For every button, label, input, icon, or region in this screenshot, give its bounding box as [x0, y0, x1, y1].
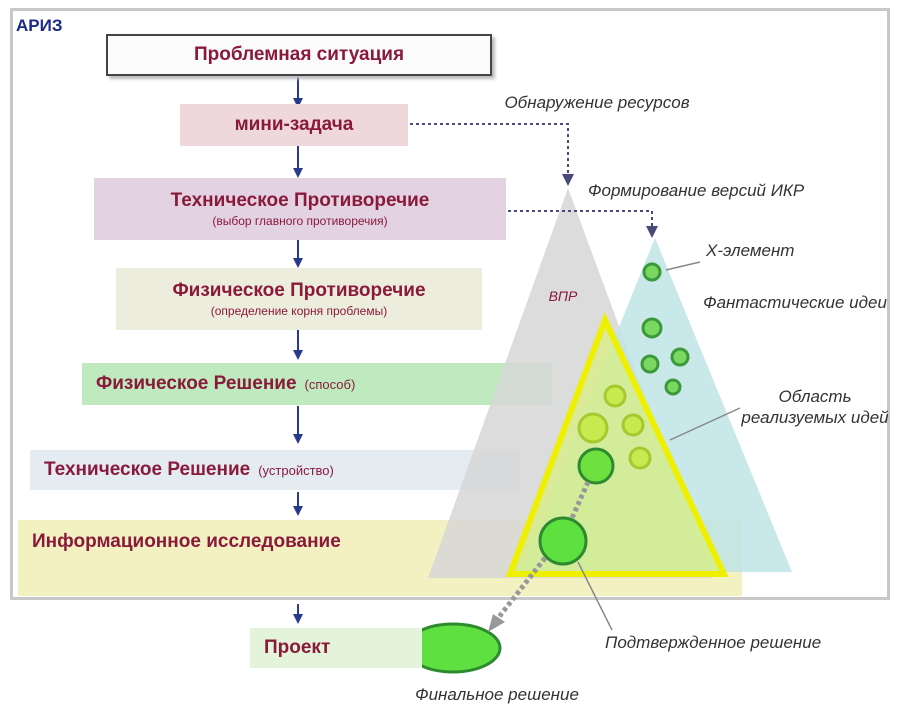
step-physical-solution: Физическое Решение(способ): [96, 373, 356, 394]
label-fantastic: Фантастические идеи: [703, 293, 887, 312]
step-project: Проект: [250, 628, 422, 668]
label-realizable: Область реализуемых идей: [741, 387, 889, 428]
ariz-frame: [10, 8, 890, 600]
ikr-arrow: [508, 210, 653, 226]
idea-ball: [640, 354, 660, 374]
realizable-outline: [505, 312, 729, 577]
step-info-research: Информационное исследование: [32, 531, 341, 552]
idea-ball: [670, 347, 690, 367]
step-arrows: [293, 76, 303, 624]
label-confirmed: Подтвержденное решение: [605, 633, 822, 652]
realizable-ball: [603, 384, 627, 408]
realizable-ball: [628, 446, 652, 470]
realizable-fill: [510, 320, 724, 574]
confirmed-pointer: [577, 561, 613, 631]
realizable-ball: [577, 447, 615, 485]
resources-arrow: [410, 123, 569, 176]
idea-ball: [641, 317, 663, 339]
confirmed-solution-ball: [538, 516, 588, 566]
step-technical-solution: Техническое Решение(устройство): [44, 459, 334, 480]
tech-solution-band: [30, 450, 520, 490]
label-ikr: Формирование версий ИКР: [588, 181, 805, 200]
step-technical-contradiction: Техническое Противоречие (выбор главного…: [94, 178, 506, 240]
realizable-ball: [621, 413, 645, 437]
idea-ball: [664, 378, 682, 396]
step-physical-contradiction: Физическое Противоречие (определение кор…: [116, 268, 482, 330]
ariz-title: АРИЗ: [16, 16, 63, 35]
label-vpr: ВПР: [548, 288, 578, 304]
realizable-pointer: [669, 407, 741, 441]
label-final: Финальное решение: [415, 685, 579, 704]
step-problem-situation: Проблемная ситуация: [106, 34, 492, 76]
label-x-element: Х-элемент: [706, 241, 795, 260]
phys-solution-band: [82, 363, 552, 405]
step-mini-task: мини-задача: [180, 104, 408, 146]
x-element-ball: [642, 262, 662, 282]
realizable-ball: [577, 412, 609, 444]
label-resources: Обнаружение ресурсов: [452, 92, 742, 114]
x-element-pointer: [665, 261, 701, 271]
